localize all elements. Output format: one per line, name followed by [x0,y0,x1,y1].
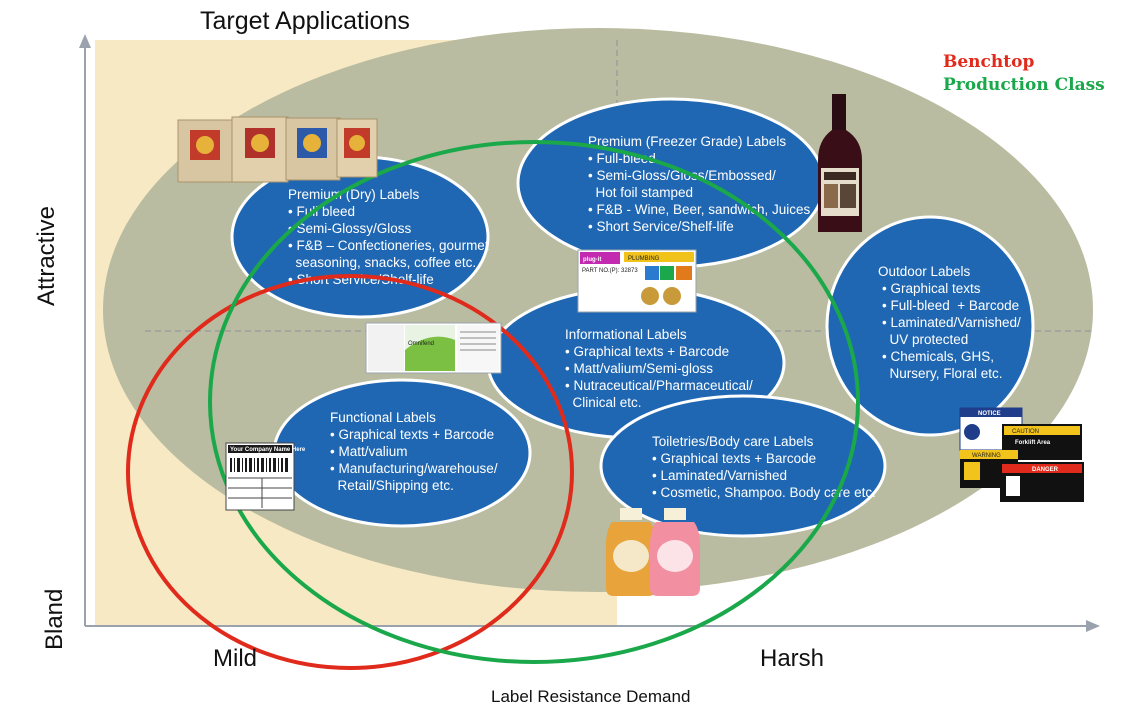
baby-lotion-bottles-image [606,508,700,596]
bubble-text-line: UV protected [882,332,968,347]
bubble-outdoor: Outdoor Labels • Graphical texts • Full-… [825,215,1035,437]
bubble-text-line: • Semi-Gloss/Gloss/Embossed/ [588,168,776,183]
bubble-text-line: • Matt/valium/Semi-gloss [565,361,713,376]
bubble-text-line: • Matt/valium [330,444,408,459]
image-label-text: WARNING [972,453,1001,459]
legend-production-class: Production Class [943,75,1105,95]
bubble-text-line: • F&B – Confectioneries, gourmet [288,238,489,253]
bubble-text-line: • Graphical texts + Barcode [565,344,729,359]
bubble-title: Premium (Dry) Labels [288,187,420,202]
axes [79,34,1100,632]
image-label-text: plug-it [583,257,601,263]
bubble-text-line: Informational Labels [565,327,687,342]
image-label-text: DANGER [1032,467,1059,473]
image-label-text: NOTICE [978,411,1001,417]
bubble-text-line: • Short Service/Shelf-life [588,219,734,234]
image-label-text: PLUMBING [628,256,660,262]
safety-signs-image: NOTICE CAUTION Forklift Area WARNING DAN… [959,407,1084,502]
bubble-text-line: Clinical etc. [565,395,642,410]
bubble-text-line: Retail/Shipping etc. [330,478,454,493]
bubble-text-line: • Full bleed [288,204,355,219]
bubble-text-line: Functional Labels [330,410,436,425]
bubble-text-line: Nursery, Floral etc. [882,366,1003,381]
bubble-text-line: • Full-bleed + Barcode [882,298,1019,313]
coffee-bags-image [177,116,378,183]
bubble-premium-freezer: Premium (Freezer Grade) Labels • Full-bl… [516,97,826,269]
bubble-text-line: • Graphical texts + Barcode [330,427,494,442]
bubble-text-line: Hot foil stamped [588,185,693,200]
y-axis-bottom-label: Bland [41,589,68,650]
x-axis-left-label: Mild [213,645,257,672]
bubble-text-line: • Semi-Glossy/Gloss [288,221,411,236]
bubble-text-line: • Nutraceutical/Pharmaceutical/ [565,378,753,393]
shipping-label-image: Your Company Name Here [225,442,306,511]
image-label-text: PART NO.(P): 32873 [582,268,638,274]
bubble-functional: Functional Labels • Graphical texts + Ba… [272,378,532,528]
image-label-text: Omnifend [408,341,434,347]
y-axis-top-label: Attractive [33,206,60,306]
image-label-text: Your Company Name Here [230,447,306,453]
image-label-text: CAUTION [1012,429,1039,435]
diagram-title: Target Applications [200,7,410,35]
bubble-text-line: Premium (Freezer Grade) Labels [588,134,786,149]
wine-bottle-image [818,94,862,232]
bubble-text-line: Outdoor Labels [878,264,971,279]
bubble-text-line: • Laminated/Varnished [652,468,787,483]
image-label-text: Forklift Area [1015,440,1051,446]
bubble-text-line: • F&B - Wine, Beer, sandwich, Juices [588,202,811,217]
bubble-toiletries: Toiletries/Body care Labels • Graphical … [599,394,887,538]
bubble-text-line: seasoning, snacks, coffee etc. [288,255,476,270]
bubble-text-line: • Laminated/Varnished/ [882,315,1021,330]
bubble-text-line: • Graphical texts + Barcode [652,451,816,466]
benchtop-circle [126,274,574,670]
omnifend-label-image: Omnifend [365,322,502,374]
bubble-text-line: Toiletries/Body care Labels [652,434,814,449]
bubble-text-line: • Manufacturing/warehouse/ [330,461,498,476]
plug-it-label-image: plug-it PLUMBING PART NO.(P): 32873 [577,249,697,313]
bubble-text-line: • Cosmetic, Shampoo. Body care etc. [652,485,876,500]
production-class-circle [208,140,860,664]
x-axis-right-label: Harsh [760,645,824,672]
bubble-text-line: • Chemicals, GHS, [882,349,994,364]
bubble-text-line: • Graphical texts [882,281,981,296]
legend-benchtop: Benchtop [943,52,1034,72]
x-axis-title: Label Resistance Demand [491,687,690,706]
